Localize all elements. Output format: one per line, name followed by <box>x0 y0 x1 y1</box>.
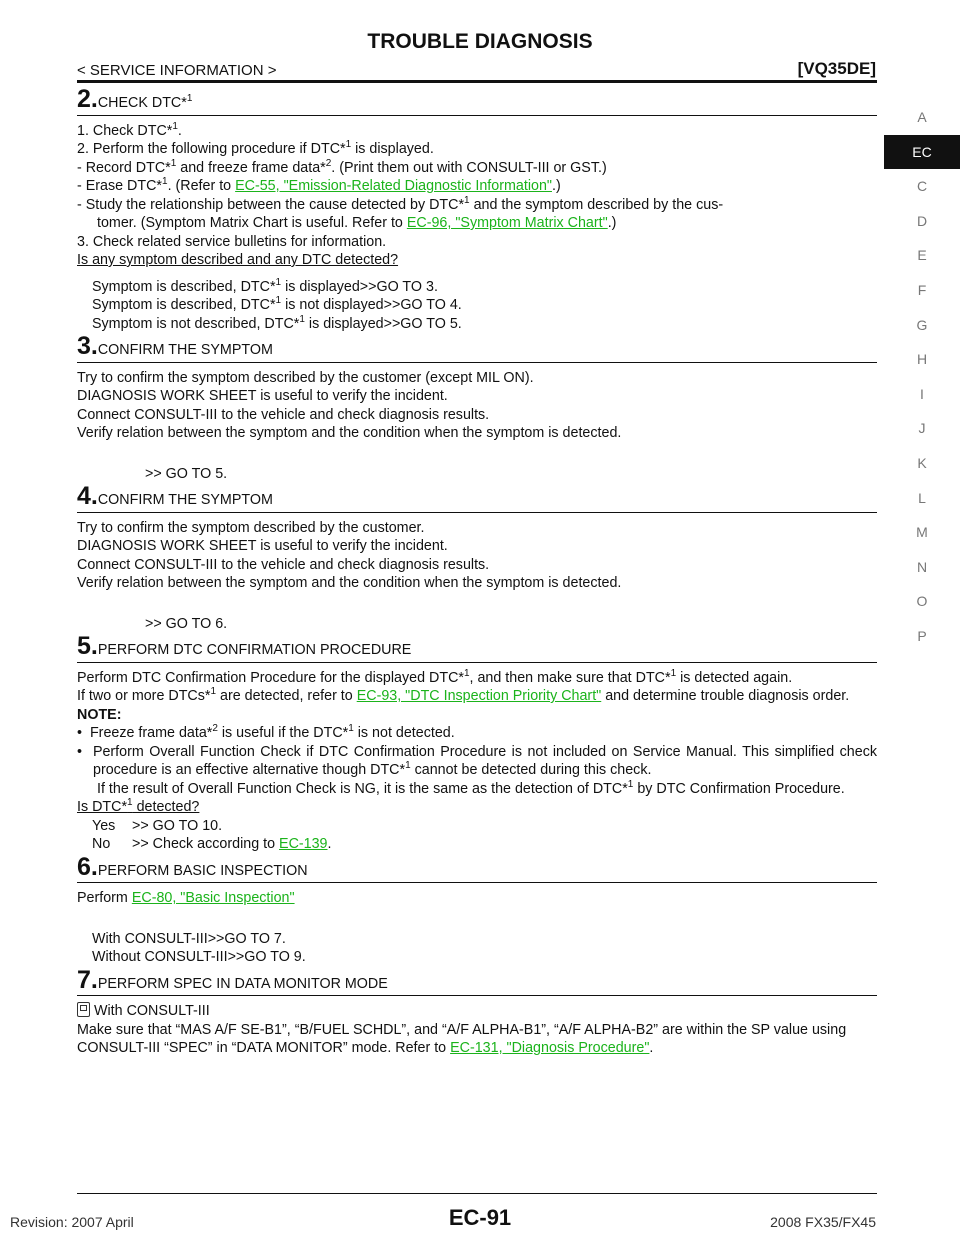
step-number: 5. <box>77 632 98 660</box>
link-ec-93[interactable]: EC-93, "DTC Inspection Priority Chart" <box>356 688 602 704</box>
step-number: 7. <box>77 965 98 994</box>
text-line: 3. Check related service bulletins for i… <box>77 233 387 250</box>
step-number: 4. <box>77 482 98 510</box>
bullet-item: • Perform Overall Function Check if DTC … <box>77 743 877 779</box>
tab-a[interactable]: A <box>917 109 927 125</box>
tab-i[interactable]: I <box>920 385 924 402</box>
answer-line: Symptom is not described, DTC*1 is displ… <box>92 313 462 332</box>
text-line: - Study the relationship between the cau… <box>77 194 724 213</box>
tab-o[interactable]: O <box>916 593 928 610</box>
text-line: Verify relation between the symptom and … <box>77 575 622 591</box>
section-label: < SERVICE INFORMATION > <box>77 62 277 79</box>
answer-line: With CONSULT-III>>GO TO 7. <box>92 930 286 947</box>
model-text: 2008 FX35/FX45 <box>770 1214 876 1230</box>
step-3-heading: 3.CONFIRM THE SYMPTOM <box>77 334 877 363</box>
step-6: 6.PERFORM BASIC INSPECTION Perform EC-80… <box>77 854 877 967</box>
step-number: 6. <box>77 852 98 881</box>
step-2: 2.CHECK DTC*1 1. Check DTC*1. 2. Perform… <box>77 87 877 333</box>
link-ec-80[interactable]: EC-80, "Basic Inspection" <box>131 890 295 906</box>
bullet-item: • Freeze frame data*2 is useful if the D… <box>77 723 455 741</box>
note-label: NOTE: <box>77 706 122 723</box>
text-line: - Record DTC*1 and freeze frame data*2. … <box>77 157 607 176</box>
text-line: - Erase DTC*1. (Refer to EC-55, "Emissio… <box>77 176 561 194</box>
tab-e[interactable]: E <box>917 247 927 264</box>
text-line: Verify relation between the symptom and … <box>77 425 622 441</box>
tab-ec[interactable]: EC <box>884 134 960 170</box>
step-7-heading: 7.PERFORM SPEC IN DATA MONITOR MODE <box>77 967 877 996</box>
step-6-heading: 6.PERFORM BASIC INSPECTION <box>77 854 877 883</box>
goto-line: >> GO TO 5. <box>145 465 228 482</box>
answer-line: Symptom is described, DTC*1 is not displ… <box>92 295 462 313</box>
step-3: 3.CONFIRM THE SYMPTOM Try to confirm the… <box>77 334 877 483</box>
text-line: Connect CONSULT-III to the vehicle and c… <box>77 556 490 573</box>
step-title: PERFORM BASIC INSPECTION <box>97 862 308 879</box>
step-title: CONFIRM THE SYMPTOM <box>97 342 273 358</box>
tab-k[interactable]: K <box>917 454 927 471</box>
page-title: TROUBLE DIAGNOSIS <box>367 30 593 53</box>
step-title: CHECK DTC* <box>97 95 187 111</box>
step-5-heading: 5.PERFORM DTC CONFIRMATION PROCEDURE <box>77 634 877 663</box>
tab-m[interactable]: M <box>916 524 928 541</box>
paragraph: Perform DTC Confirmation Procedure for t… <box>77 667 793 686</box>
text-line: DIAGNOSIS WORK SHEET is useful to verify… <box>77 388 448 404</box>
step-number: 2. <box>77 85 98 113</box>
step-number: 3. <box>77 332 98 360</box>
tab-h[interactable]: H <box>916 351 928 368</box>
bullet-continuation: If the result of Overall Function Check … <box>97 778 845 797</box>
answer-no: No>> Check according to EC-139. <box>92 836 332 852</box>
consult-tool-icon <box>77 1002 90 1017</box>
tab-f[interactable]: F <box>917 281 927 298</box>
tab-c[interactable]: C <box>916 178 928 195</box>
section-tabs: A EC C D E F G H I J K L M N O P <box>884 100 960 654</box>
link-ec-55[interactable]: EC-55, "Emission-Related Diagnostic Info… <box>235 178 552 194</box>
step-5: 5.PERFORM DTC CONFIRMATION PROCEDURE Per… <box>77 634 877 854</box>
text-line: Perform EC-80, "Basic Inspection" <box>77 890 295 906</box>
text-line: 2. Perform the following procedure if DT… <box>77 139 434 157</box>
text-line: DIAGNOSIS WORK SHEET is useful to verify… <box>77 538 448 554</box>
paragraph: Make sure that “MAS A/F SE-B1”, “B/FUEL … <box>77 1021 847 1057</box>
link-ec-131[interactable]: EC-131, "Diagnosis Procedure" <box>450 1040 650 1056</box>
step-2-heading: 2.CHECK DTC*1 <box>77 87 877 116</box>
paragraph: If two or more DTCs*1 are detected, refe… <box>77 686 850 704</box>
engine-label: [VQ35DE] <box>797 59 876 78</box>
answer-yes: Yes>> GO TO 10. <box>92 817 223 834</box>
tab-n[interactable]: N <box>916 558 928 575</box>
revision-text: Revision: 2007 April <box>10 1214 134 1230</box>
step-7: 7.PERFORM SPEC IN DATA MONITOR MODE With… <box>77 967 877 1058</box>
text-line: 1. Check DTC*1. <box>77 120 182 139</box>
footer-rule <box>77 1193 877 1194</box>
main-content: 2.CHECK DTC*1 1. Check DTC*1. 2. Perform… <box>77 86 877 1058</box>
step-title: CONFIRM THE SYMPTOM <box>97 492 273 508</box>
text-line: tomer. (Symptom Matrix Chart is useful. … <box>97 215 617 231</box>
link-ec-96[interactable]: EC-96, "Symptom Matrix Chart" <box>406 215 608 231</box>
header-rule <box>77 80 877 83</box>
step-4-heading: 4.CONFIRM THE SYMPTOM <box>77 484 877 513</box>
link-ec-139[interactable]: EC-139 <box>279 836 328 852</box>
text-line: Try to confirm the symptom described by … <box>77 369 534 386</box>
answer-line: Without CONSULT-III>>GO TO 9. <box>92 949 306 965</box>
text-line: Try to confirm the symptom described by … <box>77 519 425 536</box>
step-title: PERFORM SPEC IN DATA MONITOR MODE <box>97 975 388 992</box>
question: Is any symptom described and any DTC det… <box>77 252 399 268</box>
tab-l[interactable]: L <box>918 489 926 506</box>
step-4: 4.CONFIRM THE SYMPTOM Try to confirm the… <box>77 484 877 633</box>
footnote-mark: 1 <box>186 93 193 105</box>
question: Is DTC*1 detected? <box>77 797 200 815</box>
tab-d[interactable]: D <box>916 212 928 229</box>
text-line: Connect CONSULT-III to the vehicle and c… <box>77 406 490 423</box>
goto-line: >> GO TO 6. <box>145 615 228 632</box>
page-number: EC-91 <box>448 1205 512 1230</box>
step-title: PERFORM DTC CONFIRMATION PROCEDURE <box>97 642 412 658</box>
answer-line: Symptom is described, DTC*1 is displayed… <box>92 276 438 295</box>
tab-j[interactable]: J <box>918 420 926 437</box>
tab-p[interactable]: P <box>917 627 927 644</box>
tab-g[interactable]: G <box>916 316 928 333</box>
text-line: With CONSULT-III <box>77 1002 877 1021</box>
